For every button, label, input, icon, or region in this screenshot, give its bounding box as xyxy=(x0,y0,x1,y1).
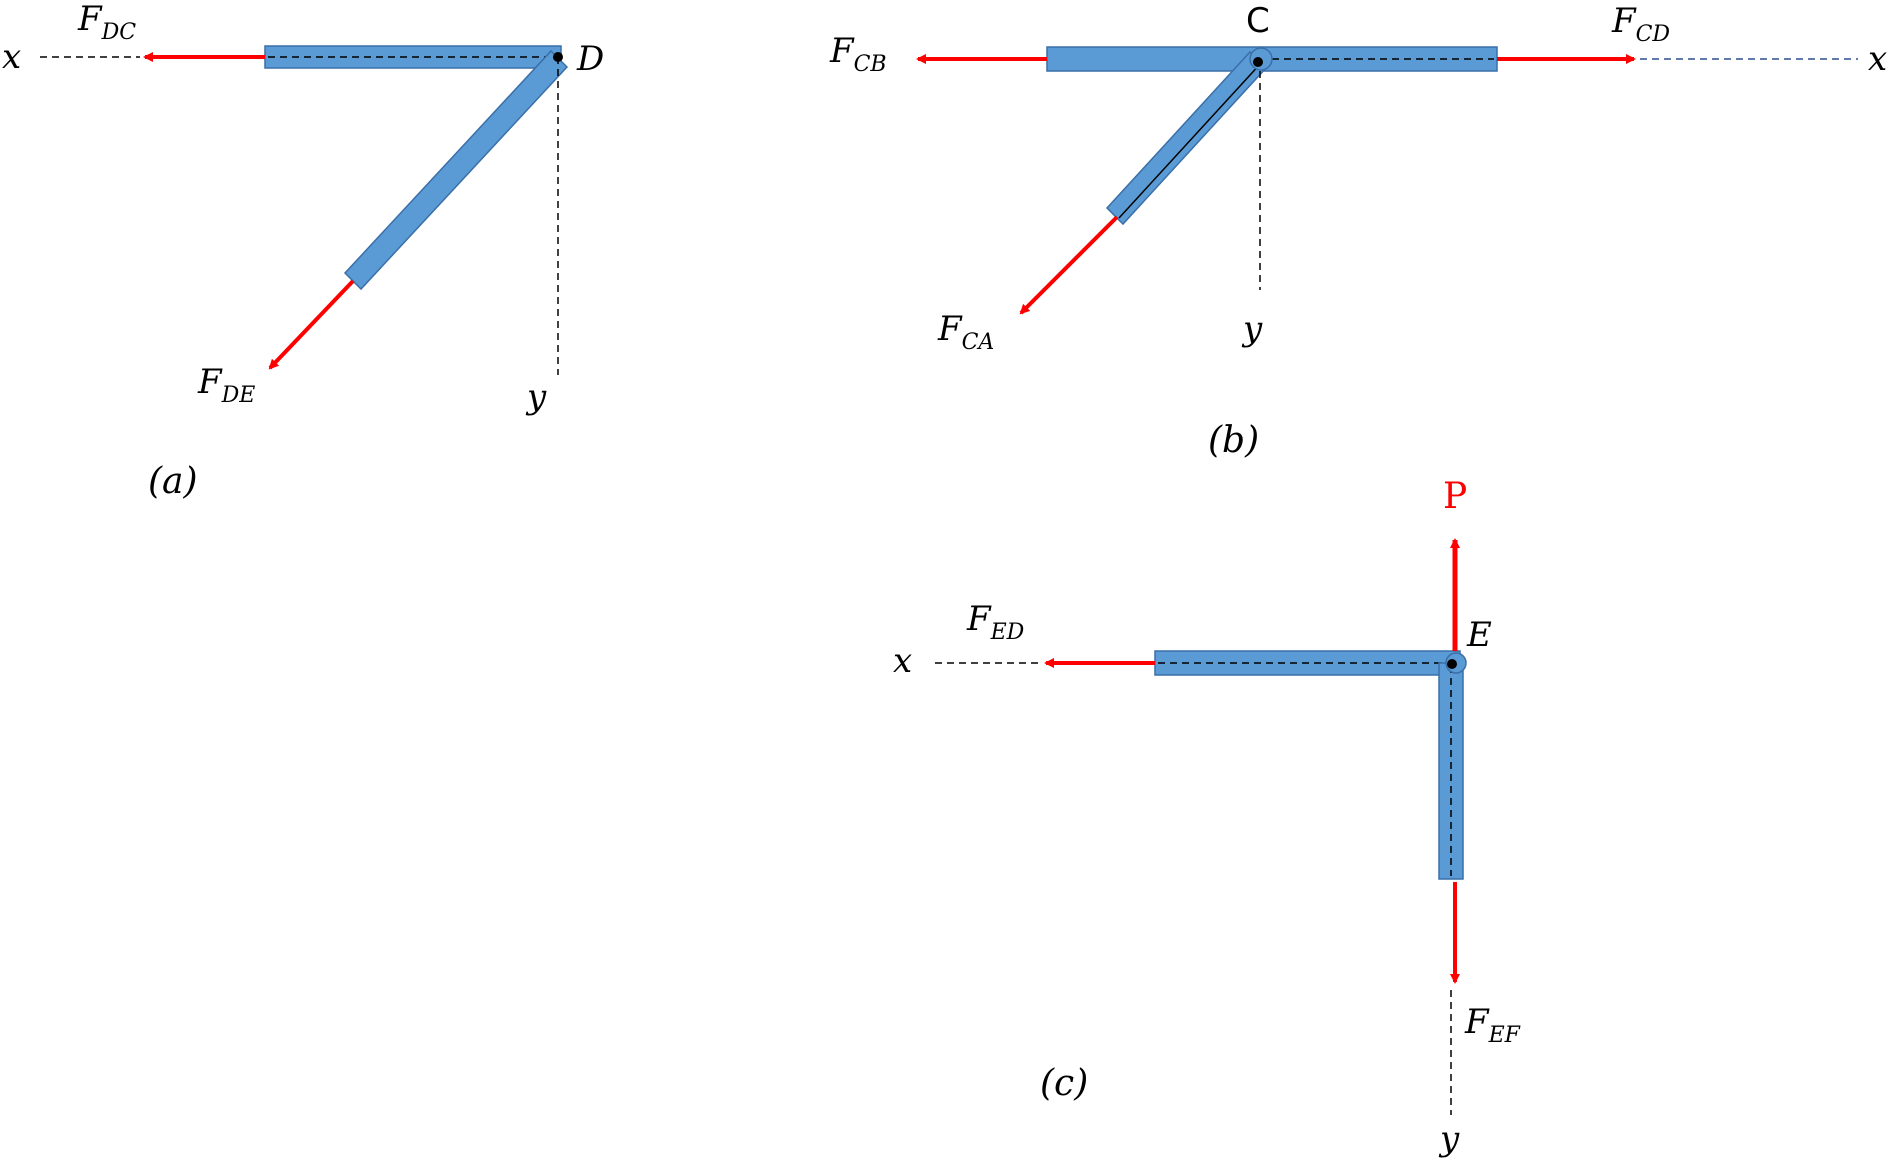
panel-b-force-ca-arrow xyxy=(1019,215,1119,315)
panel-c-joint-label: E xyxy=(1466,615,1492,655)
panel-a-force-dc-label: FDC xyxy=(77,0,136,45)
panel-a-joint-label: D xyxy=(576,39,604,79)
panel-a-joint-d-pin xyxy=(553,52,563,62)
panel-c-caption: (c) xyxy=(1040,1063,1088,1104)
panel-a-y-axis-label: y xyxy=(525,377,547,417)
panel-a-caption: (a) xyxy=(148,461,198,502)
panel-b-force-cb-label: FCB xyxy=(829,31,887,77)
panel-b-joint-c-pin xyxy=(1253,57,1263,67)
panel-c-joint-e-pin xyxy=(1447,659,1457,669)
panel-a-force-de-arrow xyxy=(268,279,355,370)
panel-c-force-ef-label: FEF xyxy=(1464,1002,1521,1048)
panel-c-x-axis-label: x xyxy=(893,641,912,681)
panel-a-member-de xyxy=(343,49,569,291)
panel-c-force-ed-label: FED xyxy=(966,599,1025,645)
panel-b-joint-label: C xyxy=(1246,1,1270,41)
panel-c-y-axis-label: y xyxy=(1438,1119,1460,1159)
panel-b-caption: (b) xyxy=(1208,420,1259,461)
panel-a-x-axis-label: x xyxy=(2,37,21,77)
panel-a: x FDC D FDE y (a) xyxy=(2,0,604,502)
panel-b-force-cd-label: FCD xyxy=(1611,1,1670,47)
panel-c-member-ef xyxy=(1438,662,1464,880)
panel-c: P E x FED FEF (c) y xyxy=(893,476,1521,1159)
panel-b: C FCB FCD x FCA y (b) xyxy=(829,1,1887,461)
panel-b-y-axis-label: y xyxy=(1241,309,1263,349)
panel-b-member-ca-edge xyxy=(1118,61,1263,219)
panel-b-member-ca xyxy=(1105,50,1268,226)
panel-b-x-axis-label: x xyxy=(1868,39,1887,79)
panel-b-force-ca-label: FCA xyxy=(937,309,994,355)
panel-a-force-de-label: FDE xyxy=(197,362,255,408)
panel-c-load-label: P xyxy=(1443,476,1467,517)
